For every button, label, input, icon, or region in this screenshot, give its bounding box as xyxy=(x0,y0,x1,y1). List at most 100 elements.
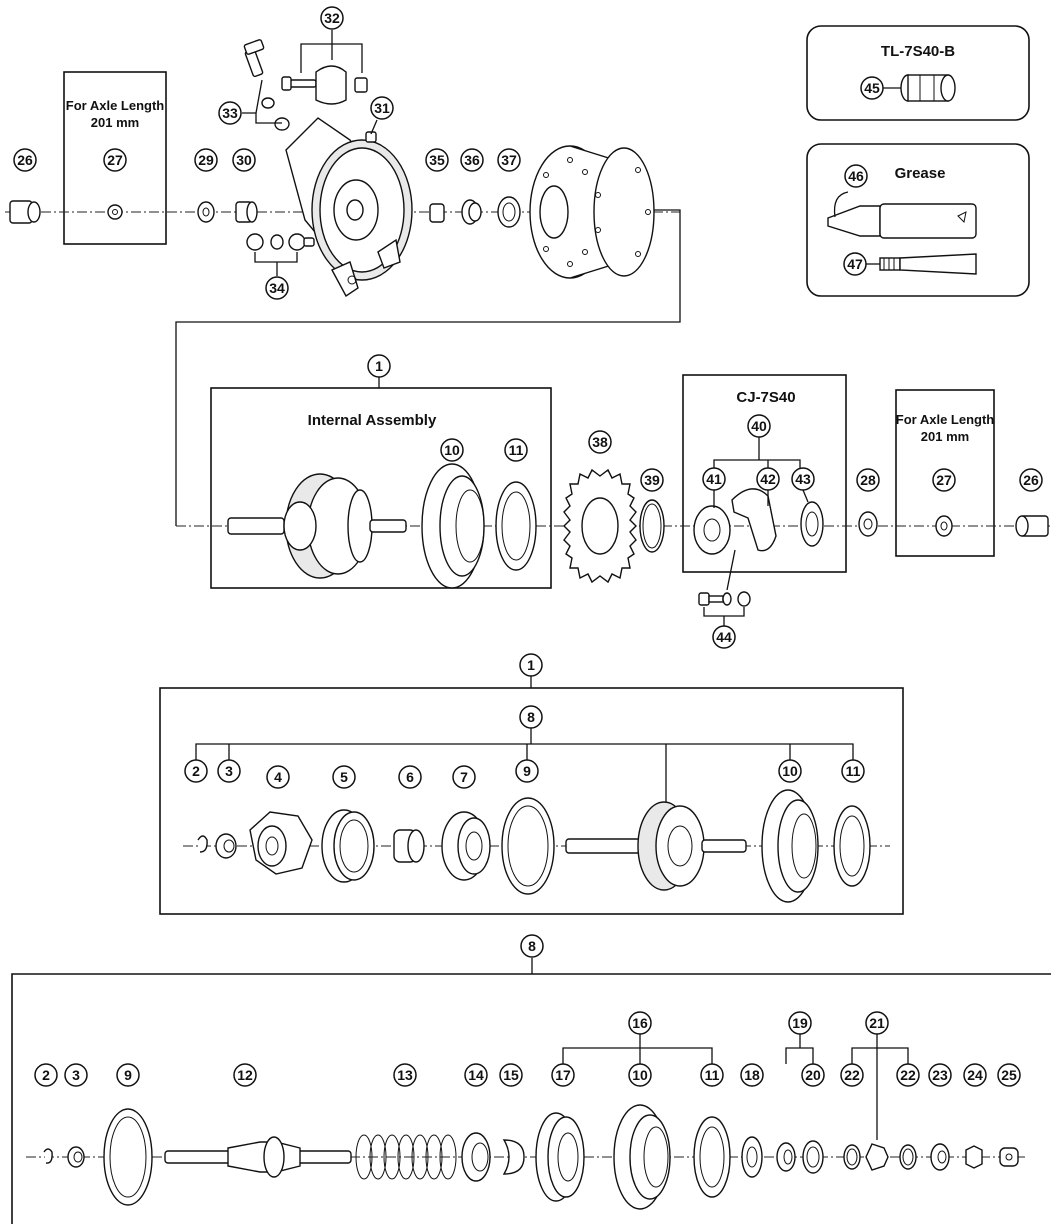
part-34-bolt-set xyxy=(246,233,315,251)
part-39-snap-ring xyxy=(639,499,665,553)
callout-43: 43 xyxy=(791,467,815,491)
callout-26-right: 26 xyxy=(1019,468,1043,492)
part-21-nut xyxy=(865,1143,889,1171)
callout-42: 42 xyxy=(756,467,780,491)
callout-36: 36 xyxy=(460,148,484,172)
svg-text:29: 29 xyxy=(198,152,214,168)
part-10-cup-row3 xyxy=(761,789,819,903)
callout-26-left: 26 xyxy=(13,148,37,172)
part-10-cup-row2 xyxy=(421,463,485,589)
callout-40: 40 xyxy=(747,414,771,438)
internal-assembly-title: Internal Assembly xyxy=(308,412,437,429)
leader-31 xyxy=(370,119,378,135)
part-22-washer-a xyxy=(843,1144,861,1170)
internal-assembly-unit xyxy=(227,473,407,579)
part-12-axle xyxy=(164,1136,352,1178)
callout-10-row4: 10 xyxy=(628,1063,652,1087)
svg-text:5: 5 xyxy=(340,769,348,785)
part-29-lock-washer xyxy=(197,201,215,223)
leader-44-up xyxy=(726,549,736,591)
internal-assembly-box xyxy=(210,387,552,589)
callout-15: 15 xyxy=(499,1063,523,1087)
callout-46: 46 xyxy=(844,164,868,188)
callout-9-row4: 9 xyxy=(116,1063,140,1087)
part-44-bolt-set xyxy=(698,591,751,607)
svg-text:20: 20 xyxy=(805,1067,821,1083)
svg-text:9: 9 xyxy=(124,1067,132,1083)
part-46-grease-bottle xyxy=(827,191,977,239)
callout-10-row2: 10 xyxy=(440,438,464,462)
part-25-nut xyxy=(999,1147,1019,1167)
leader-8-bar xyxy=(195,743,854,760)
part-30-nut xyxy=(235,201,258,223)
part-24-lock-washer xyxy=(965,1145,983,1169)
callout-6: 6 xyxy=(398,765,422,789)
svg-text:15: 15 xyxy=(503,1067,519,1083)
callout-22-b: 22 xyxy=(896,1063,920,1087)
svg-text:14: 14 xyxy=(468,1067,484,1083)
svg-text:18: 18 xyxy=(744,1067,760,1083)
svg-text:45: 45 xyxy=(864,80,880,96)
svg-text:6: 6 xyxy=(406,769,414,785)
callout-8-sub: 8 xyxy=(520,934,544,958)
callout-35: 35 xyxy=(425,148,449,172)
part-37-lock-ring xyxy=(497,196,521,228)
part-9-ring-row4 xyxy=(103,1108,153,1206)
callout-2-row4: 2 xyxy=(34,1063,58,1087)
tool-box-title: TL-7S40-B xyxy=(881,43,955,60)
callout-38: 38 xyxy=(588,430,612,454)
callout-5: 5 xyxy=(332,765,356,789)
svg-text:11: 11 xyxy=(509,442,524,458)
svg-text:32: 32 xyxy=(324,10,340,26)
callout-11-row4: 11 xyxy=(700,1063,724,1087)
callout-20: 20 xyxy=(801,1063,825,1087)
svg-text:35: 35 xyxy=(429,152,445,168)
hub-connector-line xyxy=(175,209,681,526)
svg-text:17: 17 xyxy=(555,1067,571,1083)
svg-text:39: 39 xyxy=(644,472,660,488)
svg-text:10: 10 xyxy=(782,763,798,779)
leader-21 xyxy=(851,1047,909,1064)
svg-text:10: 10 xyxy=(632,1067,648,1083)
part-38-sprocket xyxy=(563,468,637,584)
part-11-seal-row4 xyxy=(693,1116,731,1198)
callout-3-row3: 3 xyxy=(217,759,241,783)
part-47-grease-tube xyxy=(866,253,977,275)
svg-text:11: 11 xyxy=(705,1067,720,1083)
callout-32: 32 xyxy=(320,6,344,30)
part-36-cone xyxy=(461,199,482,225)
svg-text:44: 44 xyxy=(716,629,732,645)
callout-11-row2: 11 xyxy=(504,438,528,462)
axle-length-right-line1: For Axle Length xyxy=(896,412,995,427)
svg-text:38: 38 xyxy=(592,434,608,450)
svg-text:2: 2 xyxy=(192,763,200,779)
callout-22-a: 22 xyxy=(840,1063,864,1087)
leader-19 xyxy=(785,1047,814,1064)
svg-text:43: 43 xyxy=(795,471,811,487)
svg-text:25: 25 xyxy=(1001,1067,1017,1083)
svg-text:8: 8 xyxy=(527,709,535,725)
cj-7s40-title: CJ-7S40 xyxy=(736,389,795,406)
callout-4: 4 xyxy=(266,765,290,789)
svg-text:37: 37 xyxy=(501,152,517,168)
grease-box-title: Grease xyxy=(895,165,946,182)
svg-text:21: 21 xyxy=(869,1015,885,1031)
callout-25: 25 xyxy=(997,1063,1021,1087)
callout-24: 24 xyxy=(963,1063,987,1087)
svg-text:22: 22 xyxy=(844,1067,860,1083)
part-15-pawl xyxy=(502,1139,525,1175)
sub-assembly-8-row3 xyxy=(565,801,747,891)
svg-text:26: 26 xyxy=(1023,472,1039,488)
callout-33: 33 xyxy=(218,101,242,125)
axle-length-right-line2: 201 mm xyxy=(921,429,969,444)
part-26-cap-nut-right xyxy=(1015,515,1049,537)
svg-text:47: 47 xyxy=(847,256,863,272)
grease-box xyxy=(806,143,1030,297)
part-26-cap-nut xyxy=(9,200,41,224)
callout-19: 19 xyxy=(788,1011,812,1035)
part-11-seal-row2 xyxy=(495,481,537,571)
svg-text:13: 13 xyxy=(397,1067,413,1083)
svg-text:26: 26 xyxy=(17,152,33,168)
svg-text:23: 23 xyxy=(932,1067,948,1083)
callout-45: 45 xyxy=(860,76,884,100)
